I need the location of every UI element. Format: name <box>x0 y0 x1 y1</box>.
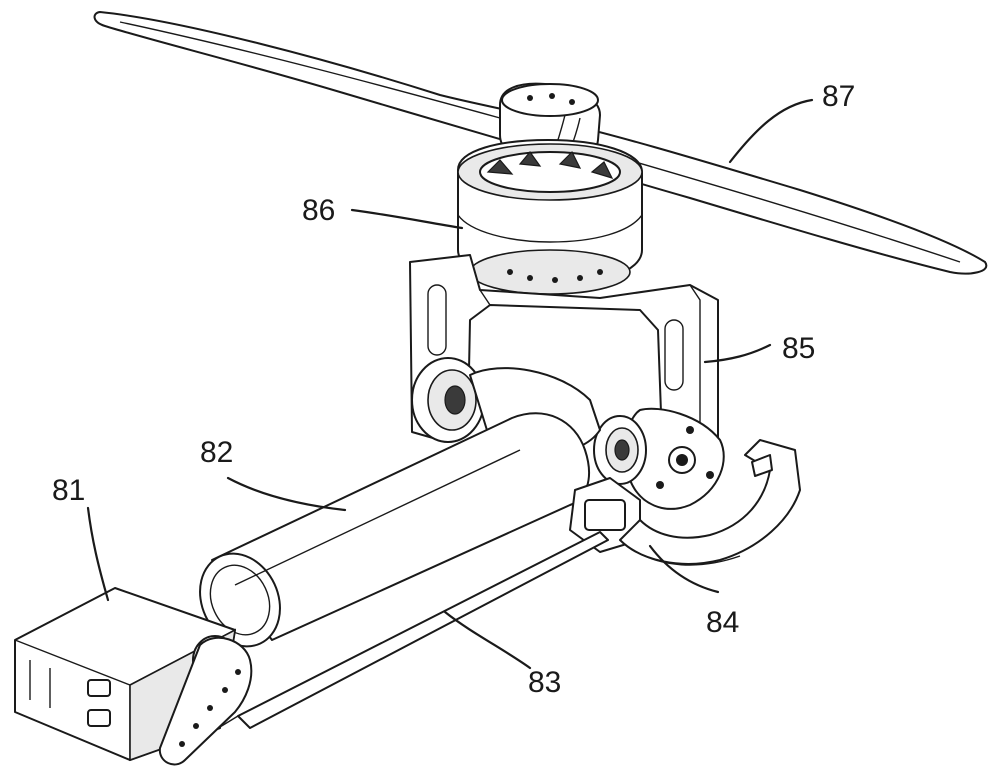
label-83: 83 <box>528 666 561 699</box>
leader-82 <box>226 476 347 512</box>
leader-lines <box>86 98 814 670</box>
left-bearing <box>411 357 485 443</box>
label-86: 86 <box>302 194 335 227</box>
leader-86 <box>350 208 464 230</box>
leader-87 <box>728 98 814 164</box>
right-bearing <box>593 415 647 485</box>
label-85: 85 <box>782 332 815 365</box>
arm-tube <box>199 412 590 648</box>
leader-85 <box>703 343 772 364</box>
motor <box>457 139 643 295</box>
bracket <box>409 254 725 510</box>
leader-84 <box>648 544 720 594</box>
label-87: 87 <box>822 80 855 113</box>
servo-horn <box>158 636 253 766</box>
label-84: 84 <box>706 606 739 639</box>
latch <box>569 439 801 566</box>
label-82: 82 <box>200 436 233 469</box>
label-81: 81 <box>52 474 85 507</box>
leader-81 <box>86 506 110 602</box>
leader-83 <box>443 610 532 670</box>
